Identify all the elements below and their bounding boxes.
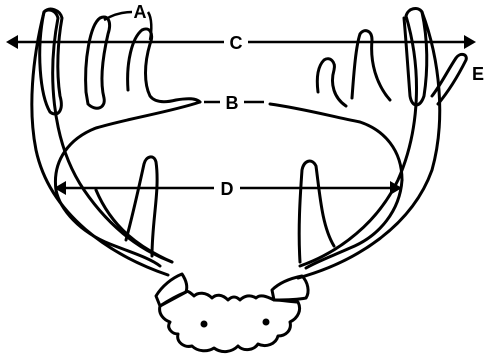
- measure-a: A: [104, 2, 151, 40]
- label-a: A: [134, 2, 147, 22]
- right-antler: [270, 9, 466, 278]
- c-arrow-left-icon: [6, 35, 18, 49]
- label-e: E: [472, 64, 484, 84]
- measure-e: E: [472, 64, 484, 84]
- skull-plate: [156, 274, 308, 352]
- right-eye-dot: [263, 319, 270, 326]
- measure-b: B: [204, 93, 264, 113]
- c-arrow-right-icon: [464, 35, 476, 49]
- label-c: C: [230, 33, 243, 53]
- label-b: B: [226, 93, 239, 113]
- measure-d: D: [54, 178, 402, 199]
- left-antler: [32, 9, 200, 275]
- left-eye-dot: [201, 321, 208, 328]
- label-d: D: [221, 179, 234, 199]
